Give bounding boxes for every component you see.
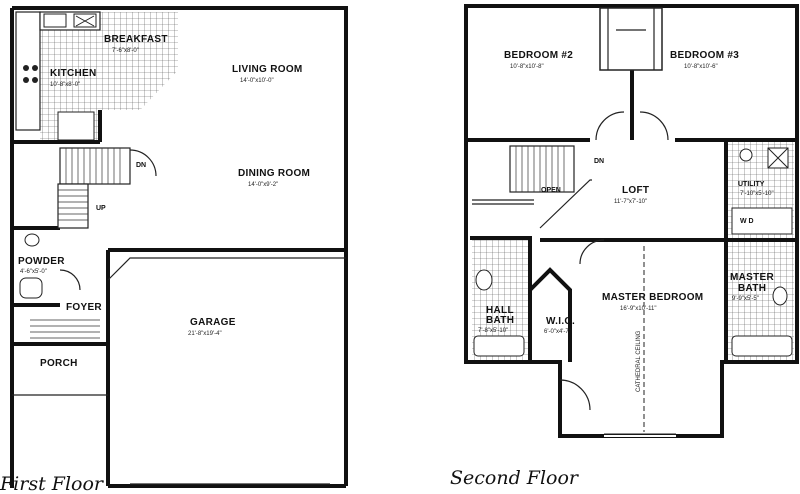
porch-label: PORCH: [40, 358, 78, 369]
kitchen-dim: 10'-8"x8'-0": [50, 82, 80, 88]
garage-label: GARAGE: [190, 317, 236, 328]
cathedral-ceiling-label: CATHEDRAL CEILING: [636, 330, 642, 392]
utility-label: UTILITY: [738, 181, 765, 188]
loft-dim: 11'-7"x7'-10": [614, 199, 647, 205]
living-room-dim: 14'-0"x10'-0": [240, 78, 274, 84]
dining-room-dim: 14'-0"x9'-2": [248, 182, 278, 188]
wic-label: W.I.C.: [546, 316, 575, 327]
living-room-label: LIVING ROOM: [232, 64, 303, 75]
wic-dim: 6'-0"x4'-7": [544, 329, 571, 335]
master-bath-label-1: MASTER: [730, 272, 774, 283]
dining-room-label: DINING ROOM: [238, 168, 310, 179]
bedroom3-dim: 10'-8"x10'-6": [684, 64, 718, 70]
first-floor-dn-label: DN: [136, 162, 146, 169]
bedroom2-dim: 10'-8"x10'-8": [510, 64, 544, 70]
first-floor-caption: First Floor: [0, 473, 105, 494]
hall-bath-label-1: HALL: [486, 305, 514, 316]
bedroom-closets: [599, 7, 663, 71]
foyer-label: FOYER: [66, 302, 102, 313]
master-bedroom-label: MASTER BEDROOM: [602, 292, 703, 303]
garage-dim: 21'-8"x19'-4": [188, 331, 222, 337]
kitchen-counters: [15, 11, 101, 141]
powder-label: POWDER: [18, 256, 65, 267]
kitchen-label: KITCHEN: [50, 68, 97, 79]
second-floor-stairs: [509, 145, 575, 193]
bedroom2-label: BEDROOM #2: [504, 50, 573, 61]
master-bath-dim: 9'-9"x5'-5": [732, 296, 759, 302]
hall-bath-label-2: BATH: [486, 315, 514, 326]
master-bedroom-dim: 16'-9"x10'-11": [620, 306, 656, 312]
breakfast-dim: 7'-6"x8'-0": [112, 48, 139, 54]
breakfast-label: BREAKFAST: [104, 34, 168, 45]
second-floor-caption: Second Floor: [450, 467, 580, 489]
hall-bath-dim: 7'-8"x5'-10": [478, 328, 508, 334]
loft-label: LOFT: [622, 185, 649, 196]
washer-dryer-label: W D: [740, 218, 754, 225]
utility-dim: 7'-10"x5'-10": [740, 191, 774, 197]
open-label: OPEN: [541, 187, 561, 194]
second-floor-plan: BEDROOM #2 10'-8"x10'-8" BEDROOM #3 10'-…: [450, 4, 799, 489]
first-floor-plan: BREAKFAST 7'-6"x8'-0" KITCHEN 10'-8"x8'-…: [0, 6, 348, 494]
master-bath-label-2: BATH: [738, 283, 766, 294]
second-floor-dn-label: DN: [594, 158, 604, 165]
first-floor-stairs: [57, 147, 157, 229]
bedroom3-label: BEDROOM #3: [670, 50, 739, 61]
kitchen-tile-floor: [40, 12, 178, 140]
powder-dim: 4'-6"x5'-0": [20, 269, 47, 275]
first-floor-up-label: UP: [96, 205, 106, 212]
